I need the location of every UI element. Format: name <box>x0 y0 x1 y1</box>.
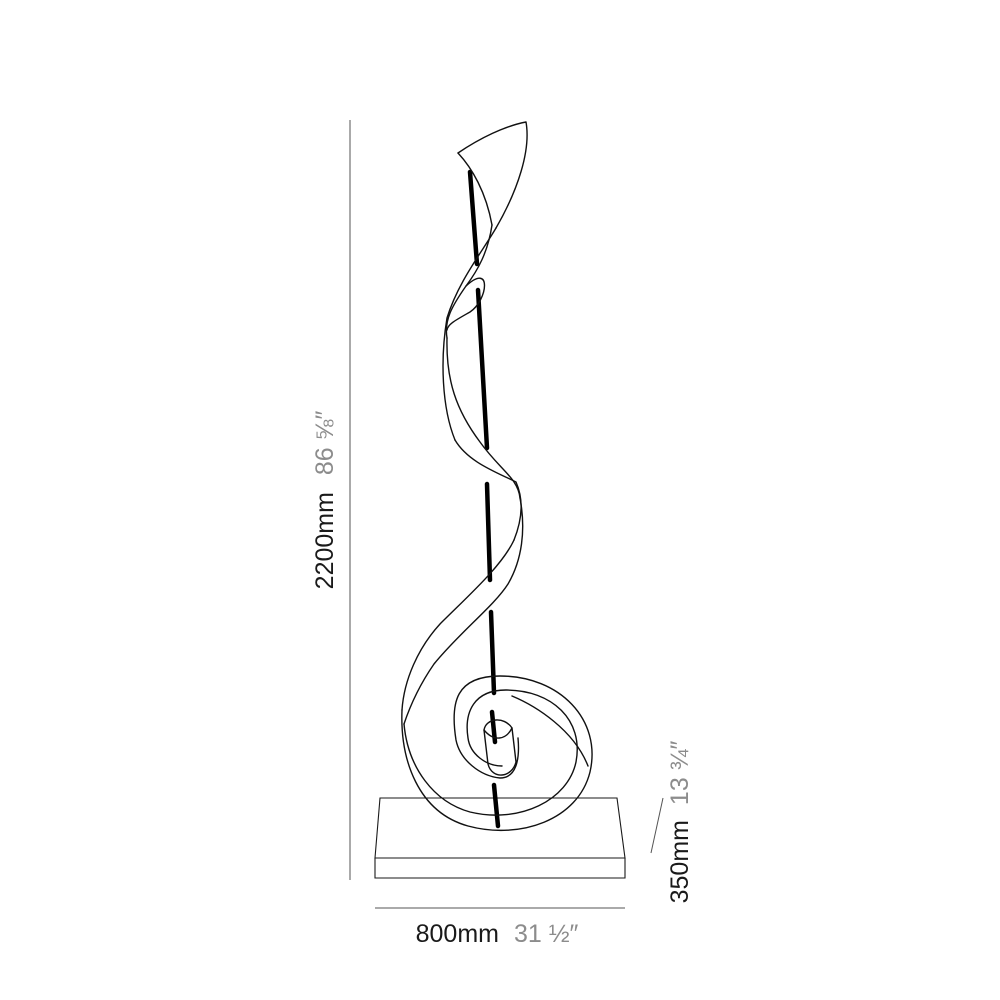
lamp-ribbon <box>401 121 593 832</box>
height-imperial: 86 ⅝″ <box>311 411 339 476</box>
width-metric: 800mm <box>416 920 499 948</box>
depth-label: 350mm 13 ¾″ <box>666 740 694 903</box>
height-metric: 2200mm <box>311 492 339 589</box>
width-label: 800mm 31 ½″ <box>416 920 579 948</box>
depth-dimension-line <box>650 797 664 854</box>
depth-metric: 350mm <box>666 820 694 903</box>
height-label: 2200mm 86 ⅝″ <box>311 411 339 590</box>
width-imperial: 31 ½″ <box>514 920 579 948</box>
depth-imperial: 13 ¾″ <box>666 740 694 805</box>
lamp-pole <box>467 169 501 829</box>
lamp-base <box>374 797 626 879</box>
